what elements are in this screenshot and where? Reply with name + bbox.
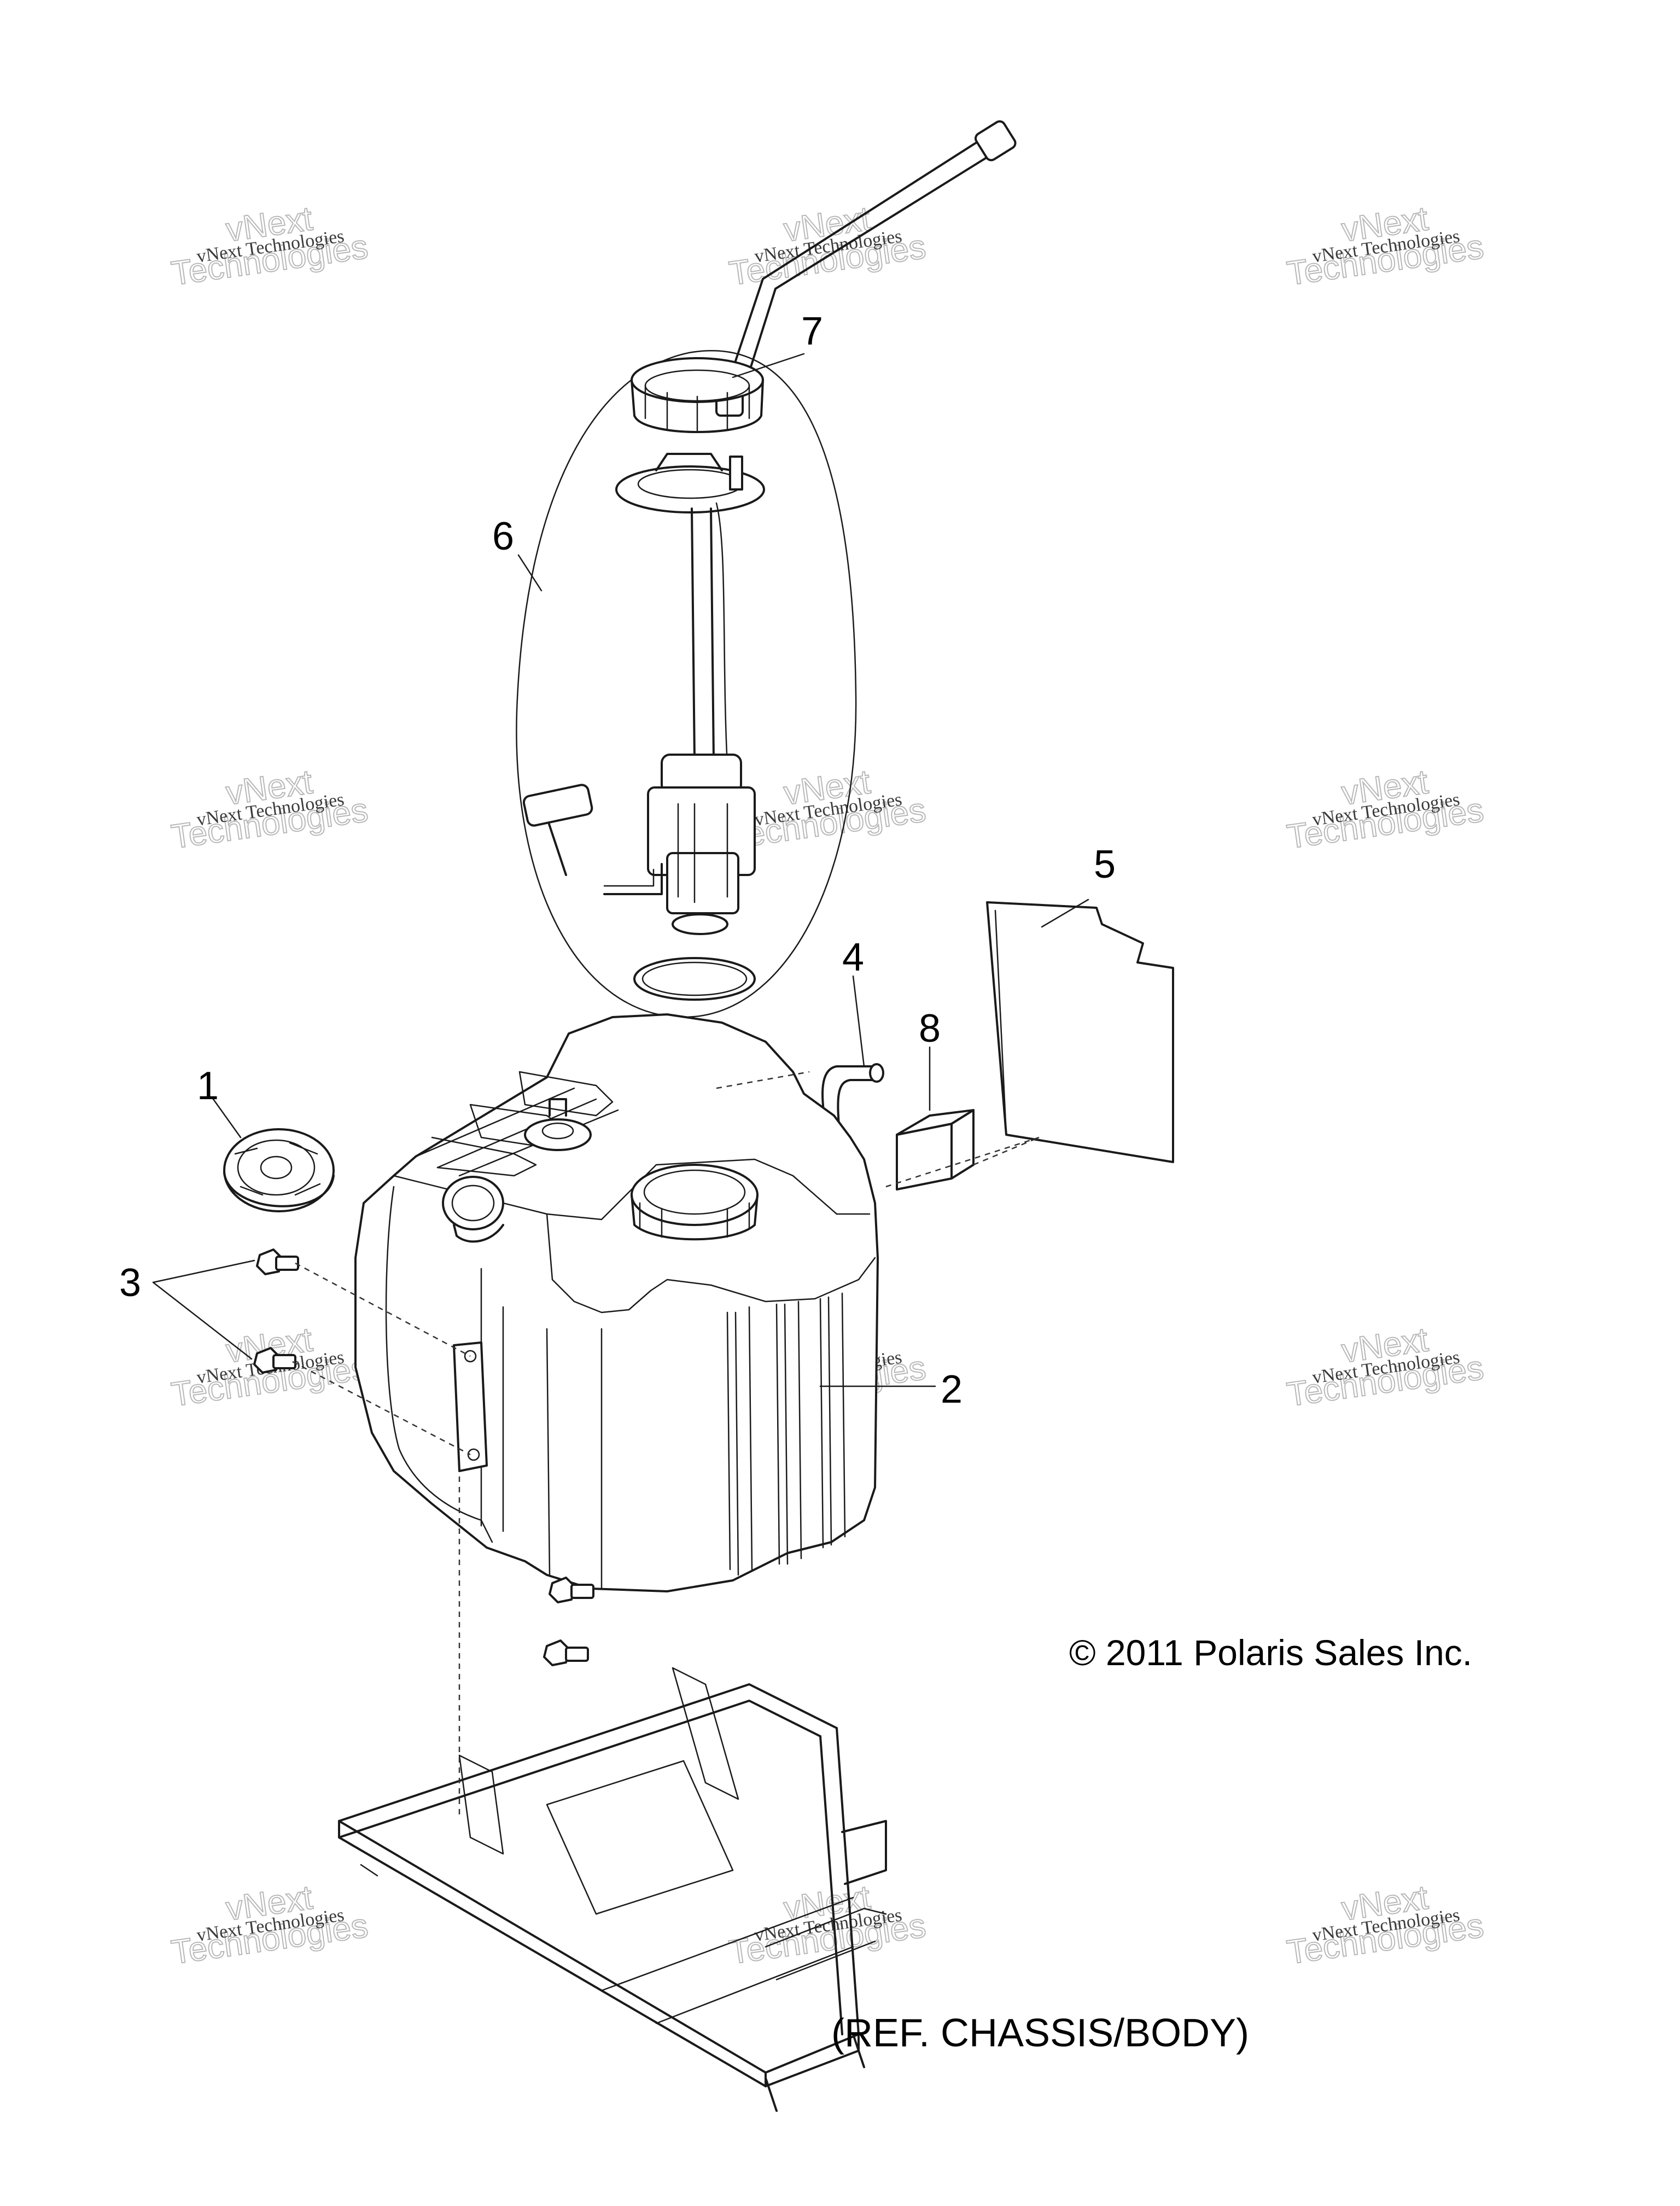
leader-lines xyxy=(152,353,1089,1387)
callout-4: 4 xyxy=(842,936,864,979)
fuel-tank-drawing xyxy=(354,1013,879,1592)
callout-3: 3 xyxy=(119,1261,141,1305)
foam-pad-drawing xyxy=(896,1109,975,1190)
callout-numbers: 1 2 3 4 5 6 7 8 xyxy=(119,310,1116,1411)
fuel-pump-assembly-drawing xyxy=(516,350,857,1018)
callout-1: 1 xyxy=(197,1064,219,1108)
callout-7: 7 xyxy=(801,310,823,353)
reference-note: (REF. CHASSIS/BODY) xyxy=(831,2011,1249,2055)
fuel-cap-drawing xyxy=(223,1128,335,1212)
bolts-drawing xyxy=(253,1248,594,1666)
callout-5: 5 xyxy=(1094,843,1116,886)
callout-6: 6 xyxy=(492,515,514,558)
heat-shield-drawing xyxy=(986,901,1174,1163)
callout-2: 2 xyxy=(941,1368,962,1411)
copyright-text: © 2011 Polaris Sales Inc. xyxy=(1069,1632,1472,1673)
alignment-lines xyxy=(292,1071,1040,1816)
chassis-frame-drawing xyxy=(338,1667,887,2112)
callout-8: 8 xyxy=(919,1007,941,1051)
